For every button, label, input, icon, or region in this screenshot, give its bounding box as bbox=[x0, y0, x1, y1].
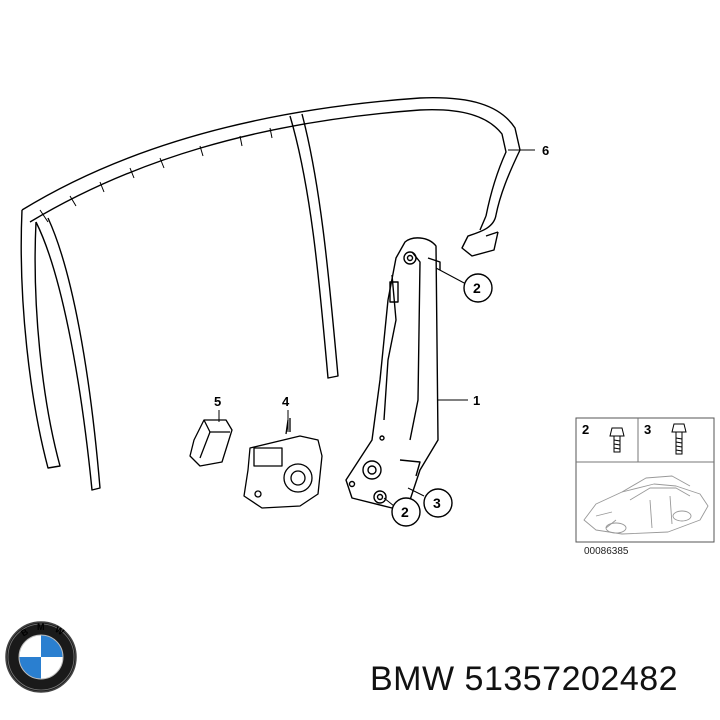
callout-2-top-circle: 2 bbox=[463, 273, 493, 303]
callout-5: 5 bbox=[214, 394, 221, 409]
hardware-label-3: 3 bbox=[644, 422, 651, 437]
bolt-icon bbox=[609, 427, 625, 453]
leader-lines bbox=[218, 149, 535, 507]
bmw-logo-icon: B M W bbox=[5, 621, 77, 693]
callout-6: 6 bbox=[542, 143, 549, 158]
car-sketch-icon bbox=[583, 475, 709, 535]
callout-4: 4 bbox=[282, 394, 290, 409]
wire-connector bbox=[189, 419, 233, 467]
brand-name: BMW bbox=[370, 660, 455, 698]
hardware-inset: 2 3 00086385 bbox=[575, 417, 715, 557]
logo-letter-b: B bbox=[19, 626, 30, 638]
callout-1: 1 bbox=[473, 393, 480, 408]
logo-letter-m: M bbox=[37, 622, 45, 632]
image-code: 00086385 bbox=[584, 546, 629, 557]
part-number-caption: BMW 51357202482 bbox=[370, 660, 678, 699]
hardware-label-2: 2 bbox=[582, 422, 589, 437]
window-frame-seal bbox=[20, 97, 521, 491]
window-motor bbox=[243, 418, 323, 509]
window-regulator bbox=[345, 237, 441, 509]
callout-3-circle: 3 bbox=[423, 488, 453, 518]
part-number: 51357202482 bbox=[464, 660, 679, 698]
parts-diagram: 6 1 4 5 2 3 2 2 3 bbox=[20, 97, 715, 557]
bolt-long-icon bbox=[671, 423, 687, 455]
callout-2-bottom-circle: 2 bbox=[391, 497, 421, 527]
callout-2-top: 2 bbox=[473, 280, 481, 296]
callout-3: 3 bbox=[433, 495, 441, 511]
callout-2-bottom: 2 bbox=[401, 504, 409, 520]
